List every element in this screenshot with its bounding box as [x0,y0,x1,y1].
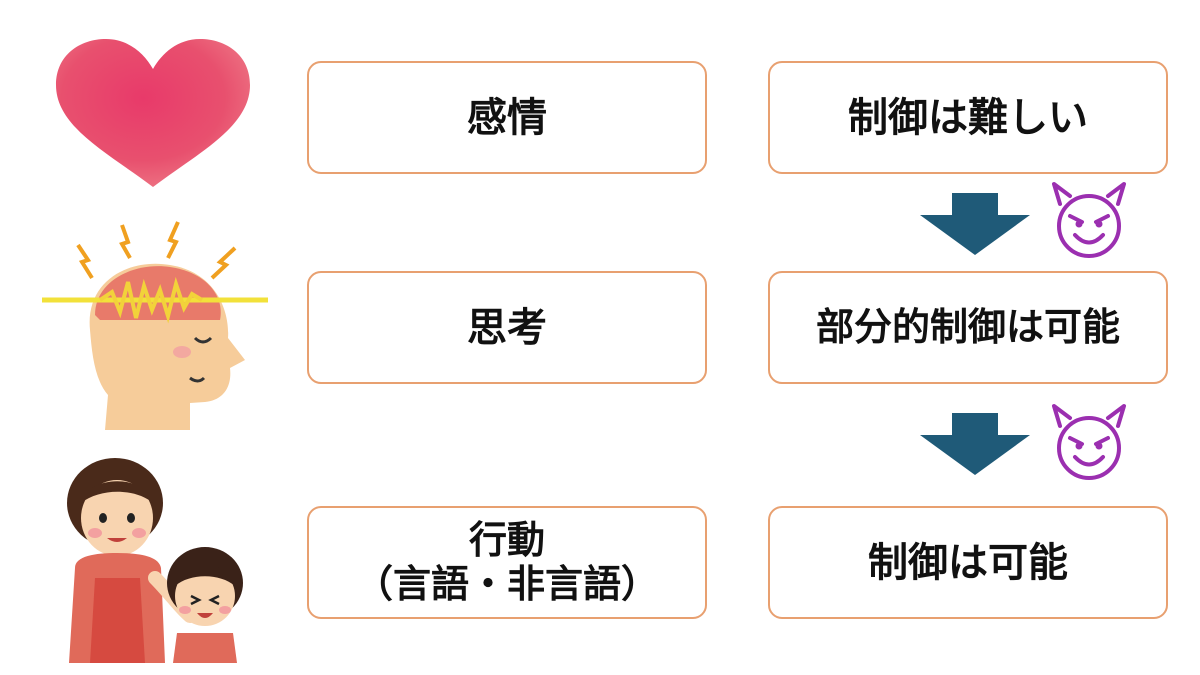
emotion-label: 感情 [467,94,547,141]
thought-box: 思考 [307,271,707,384]
action-label-line2: （言語・非言語） [354,561,659,606]
control-hard-label: 制御は難しい [848,94,1088,141]
emotion-box: 感情 [307,61,707,174]
devil-face-icon [1052,404,1126,480]
control-partial-label: 部分的制御は可能 [815,304,1120,349]
devil-face-icon [1052,182,1126,258]
mother-child-icon [67,458,243,663]
brain-head-icon [42,221,268,430]
down-arrow-icon [920,413,1030,475]
action-label-line1: 行動 [468,517,545,562]
down-arrow-icon [920,193,1030,255]
thought-label: 思考 [467,304,547,351]
control-possible-box: 制御は可能 [768,506,1168,619]
heart-icon [56,39,250,187]
control-hard-box: 制御は難しい [768,61,1168,174]
control-possible-label: 制御は可能 [868,539,1068,586]
control-partial-box: 部分的制御は可能 [768,271,1168,384]
action-box: 行動 （言語・非言語） [307,506,707,619]
